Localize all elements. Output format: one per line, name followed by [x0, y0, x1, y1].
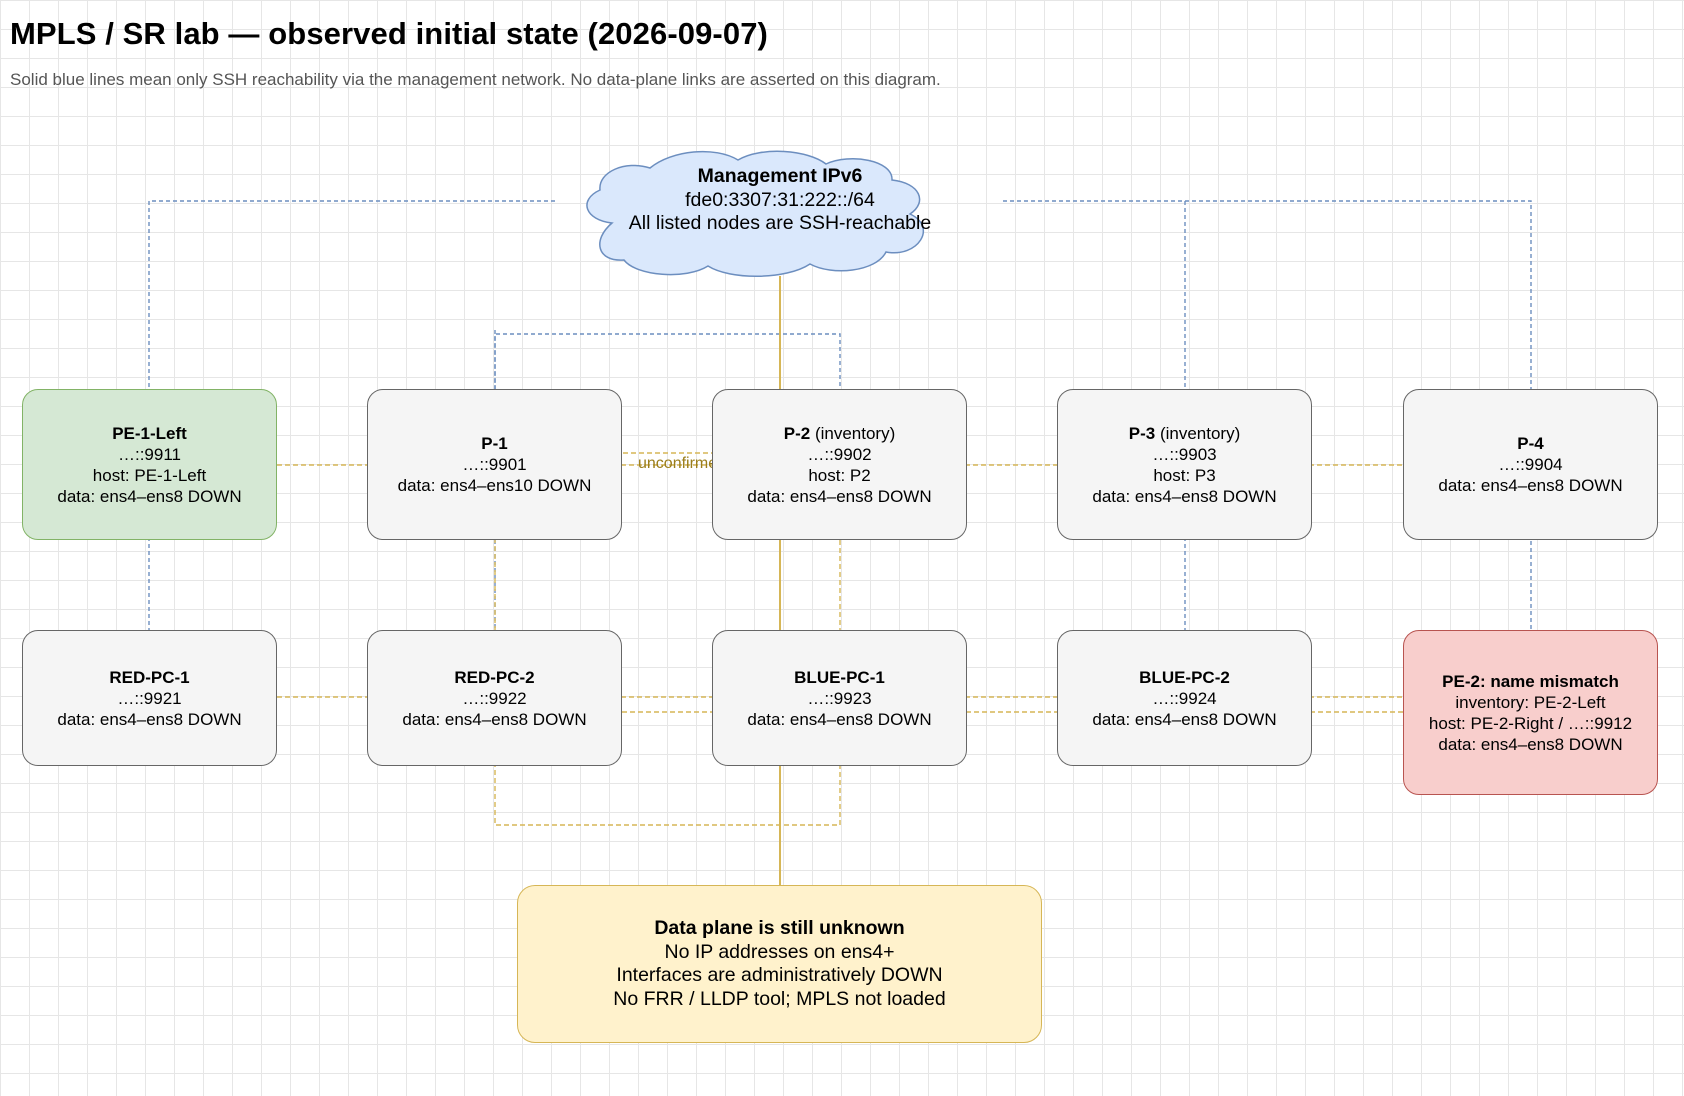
node-address: …::9902	[807, 444, 872, 464]
node-p-1[interactable]: P-1 …::9901 data: ens4–ens10 DOWN	[367, 389, 622, 540]
node-name: BLUE-PC-2	[1139, 667, 1230, 687]
node-blue-pc-2[interactable]: BLUE-PC-2 …::9924 data: ens4–ens8 DOWN	[1057, 630, 1312, 766]
node-address: …::9923	[807, 688, 872, 708]
node-suffix: (inventory)	[1155, 423, 1241, 443]
node-address: …::9924	[1152, 688, 1217, 708]
node-red-pc-2[interactable]: RED-PC-2 …::9922 data: ens4–ens8 DOWN	[367, 630, 622, 766]
management-cloud-shape	[586, 150, 924, 277]
node-data: data: ens4–ens8 DOWN	[57, 709, 242, 729]
node-address: …::9922	[462, 688, 527, 708]
note-line: No IP addresses on ens4+	[664, 940, 895, 963]
mgmt-link-pe1-redpc1	[148, 200, 555, 630]
diagram-subtitle: Solid blue lines mean only SSH reachabil…	[10, 70, 941, 89]
cloud-title: Management IPv6	[697, 165, 863, 187]
node-inventory: inventory: PE-2-Left	[1455, 692, 1606, 712]
node-suffix: (inventory)	[810, 423, 896, 443]
node-data: data: ens4–ens10 DOWN	[397, 476, 592, 495]
node-name: P-4	[1517, 434, 1544, 453]
cloud-note: All listed nodes are SSH-reachable	[628, 212, 932, 234]
node-name: RED-PC-2	[454, 667, 535, 687]
node-p-4[interactable]: P-4 …::9904 data: ens4–ens8 DOWN	[1403, 389, 1658, 540]
management-cloud: Management IPv6 fde0:3307:31:222::/64 Al…	[590, 165, 970, 236]
node-address: …::9904	[1498, 455, 1563, 474]
node-name: P-3	[1128, 423, 1156, 443]
node-data: data: ens4–ens8 DOWN	[57, 486, 242, 506]
diagram-title: MPLS / SR lab — observed initial state (…	[10, 16, 768, 51]
node-p-3[interactable]: P-3 (inventory) …::9903 host: P3 data: e…	[1057, 389, 1312, 540]
note-line: No FRR / LLDP tool; MPLS not loaded	[613, 987, 946, 1010]
node-host: host: P3	[1153, 465, 1216, 485]
node-name: RED-PC-1	[109, 667, 190, 687]
node-p-2[interactable]: P-2 (inventory) …::9902 host: P2 data: e…	[712, 389, 967, 540]
node-data: data: ens4–ens8 DOWN	[747, 486, 932, 506]
note-title: Data plane is still unknown	[654, 917, 905, 939]
node-address: …::9911	[117, 444, 181, 464]
node-address: …::9903	[1152, 444, 1217, 464]
mgmt-link-p1-p2	[494, 333, 841, 389]
node-name: P-2	[783, 423, 811, 443]
node-pe-1-left[interactable]: PE-1-Left …::9911 host: PE-1-Left data: …	[22, 389, 277, 540]
node-data: data: ens4–ens8 DOWN	[1092, 486, 1277, 506]
node-name: PE-2: name mismatch	[1442, 671, 1619, 691]
node-name: BLUE-PC-1	[794, 667, 885, 687]
node-name: P-1	[481, 434, 508, 453]
node-data: data: ens4–ens8 DOWN	[747, 709, 932, 729]
node-host: host: P2	[808, 465, 871, 485]
node-address: …::9921	[117, 688, 182, 708]
node-data: data: ens4–ens8 DOWN	[1092, 709, 1277, 729]
node-red-pc-1[interactable]: RED-PC-1 …::9921 data: ens4–ens8 DOWN	[22, 630, 277, 766]
data-plane-note: Data plane is still unknown No IP addres…	[517, 885, 1042, 1043]
node-host: host: PE-2-Right / …::9912	[1428, 713, 1633, 733]
node-data: data: ens4–ens8 DOWN	[402, 709, 587, 729]
node-data: data: ens4–ens8 DOWN	[1438, 734, 1623, 754]
node-host: host: PE-1-Left	[92, 465, 207, 485]
node-data: data: ens4–ens8 DOWN	[1438, 476, 1623, 495]
cloud-prefix: fde0:3307:31:222::/64	[685, 188, 875, 211]
node-name: PE-1-Left	[112, 423, 187, 443]
node-address: …::9901	[462, 455, 527, 474]
note-line: Interfaces are administratively DOWN	[616, 964, 943, 986]
node-blue-pc-1[interactable]: BLUE-PC-1 …::9923 data: ens4–ens8 DOWN	[712, 630, 967, 766]
node-pe-2[interactable]: PE-2: name mismatch inventory: PE-2-Left…	[1403, 630, 1658, 795]
